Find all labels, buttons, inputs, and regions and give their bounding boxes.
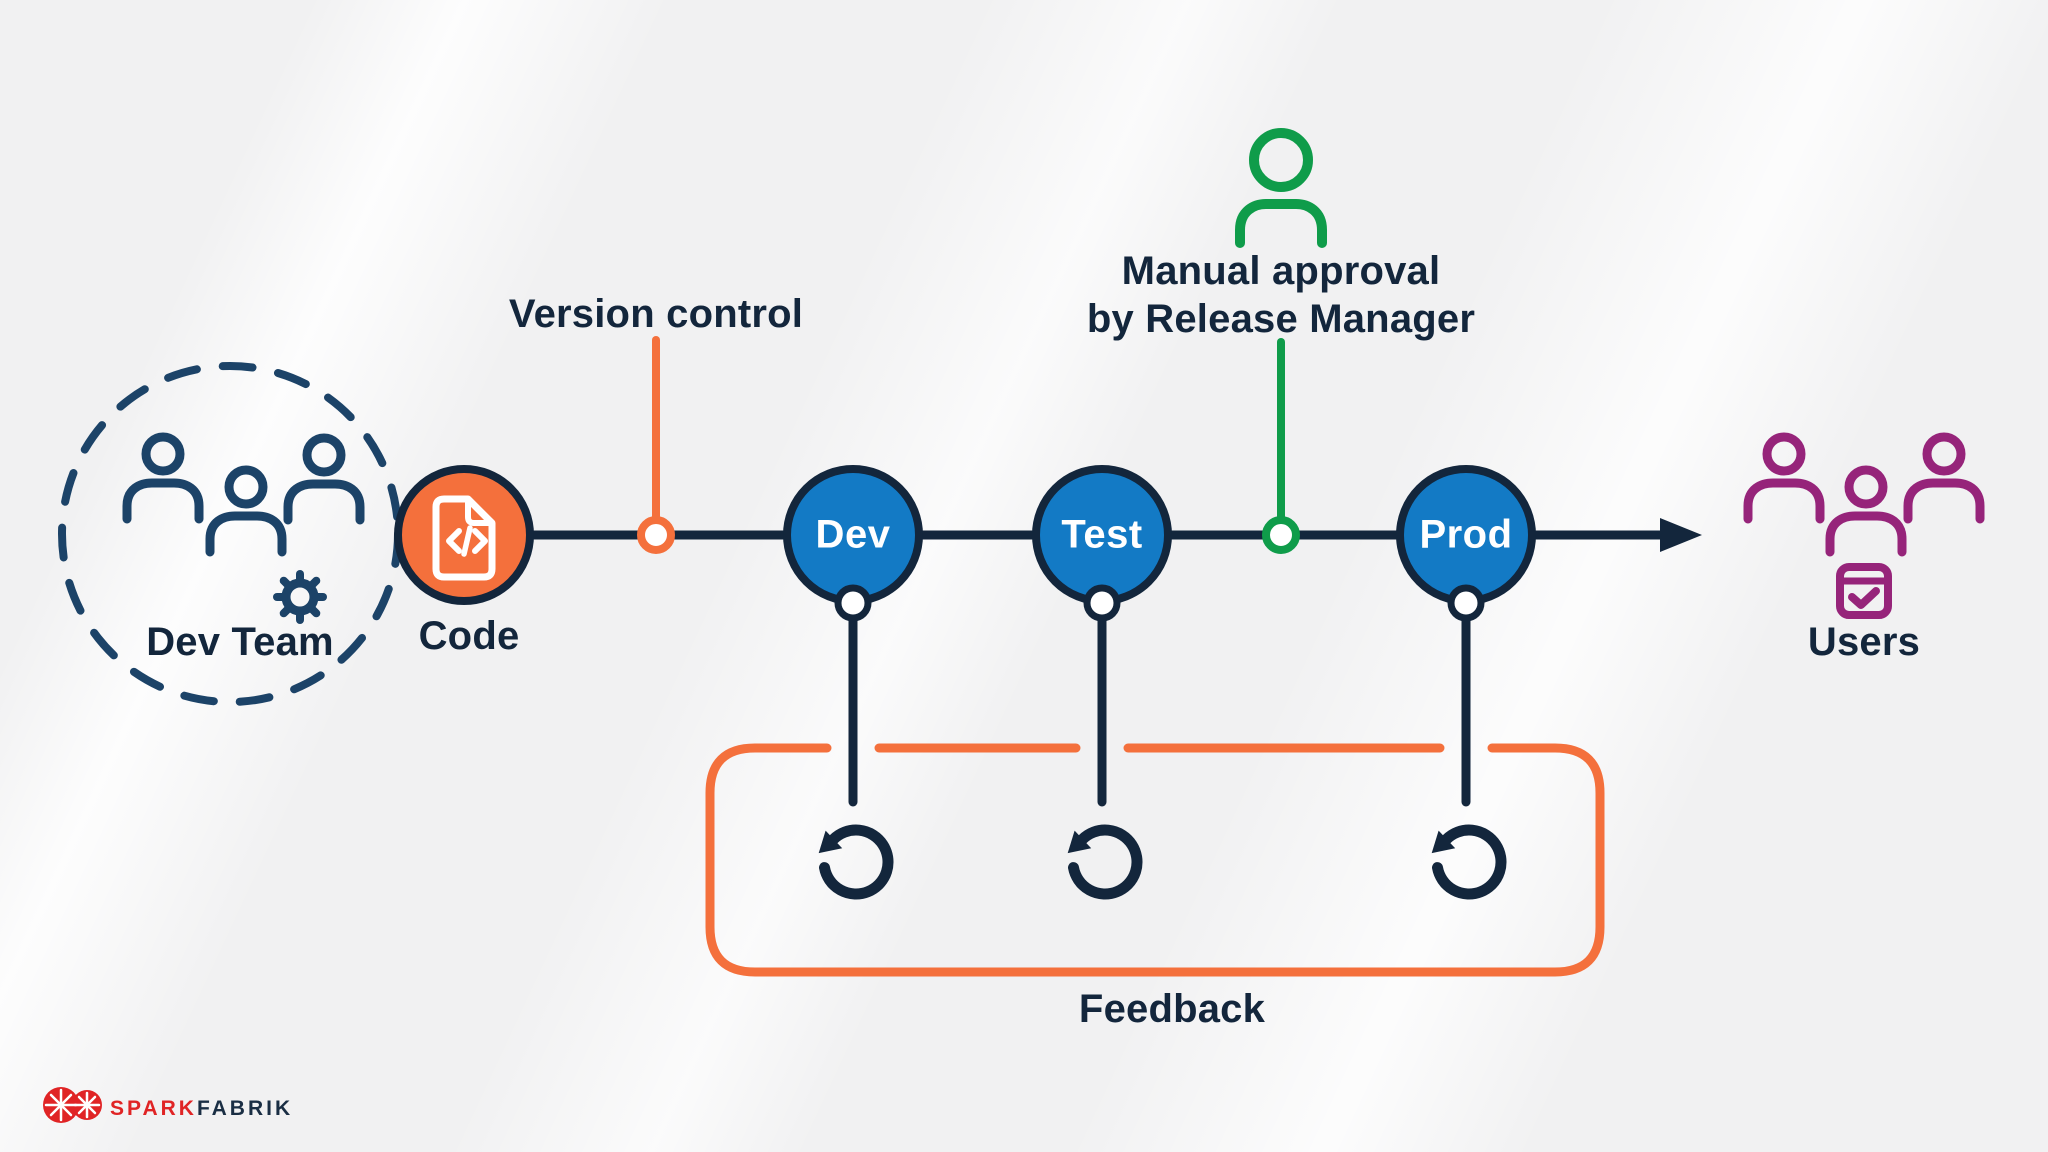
users-label: Users <box>1807 620 1921 664</box>
app-window-icon <box>1836 563 1892 619</box>
version-control-node <box>637 516 675 554</box>
version-control-label: Version control <box>508 292 804 336</box>
logo-text-spark: SPARK <box>110 1097 197 1120</box>
feedback-label: Feedback <box>1078 987 1266 1031</box>
feedback-drop-lines <box>848 615 1471 807</box>
code-node <box>394 465 534 605</box>
logo-text-fabrik: FABRIK <box>196 1097 294 1120</box>
code-file-icon <box>432 495 496 581</box>
stage-label-dev: Dev <box>815 512 891 557</box>
dev-team-label: Dev Team <box>146 620 334 664</box>
refresh-icon-dev <box>819 830 888 894</box>
users-group-icon <box>1748 437 1980 619</box>
manual-approval-line2: by Release Manager <box>1086 297 1476 341</box>
manual-approval-line1: Manual approval <box>1121 249 1441 293</box>
code-label: Code <box>418 614 520 658</box>
gear-icon <box>277 574 323 620</box>
refresh-icon-prod <box>1432 830 1501 894</box>
dev-team-group-icon <box>127 437 360 620</box>
arrow-head-icon <box>1660 518 1702 552</box>
stage-dev-node <box>783 465 923 622</box>
refresh-icon-test <box>1068 830 1137 894</box>
manual-approval-node <box>1262 516 1300 554</box>
manual-approval-label: Manual approval by Release Manager <box>1087 247 1475 343</box>
stage-label-test: Test <box>1061 512 1143 557</box>
sparkfabrik-logo-icon <box>43 1087 102 1123</box>
manual-approval-connector <box>1262 338 1300 554</box>
version-control-connector <box>637 336 675 554</box>
stage-label-prod: Prod <box>1419 512 1513 557</box>
feedback-loop-box <box>705 743 1605 977</box>
stage-prod-node <box>1396 465 1536 622</box>
release-manager-icon <box>1235 128 1327 248</box>
